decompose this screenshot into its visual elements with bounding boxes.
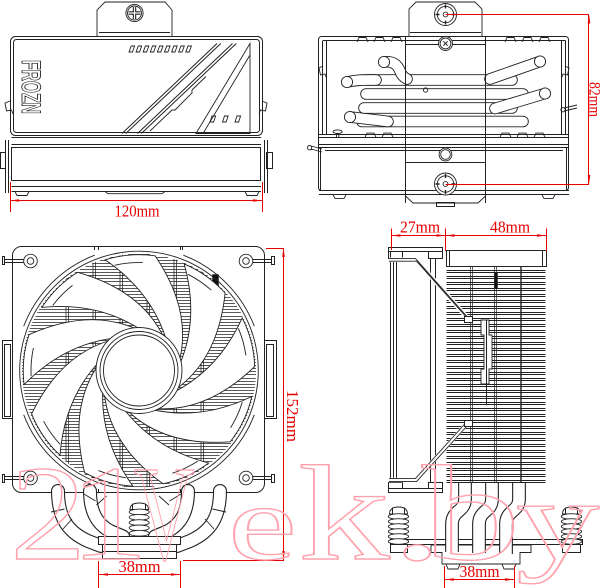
svg-text:2: 2 bbox=[10, 438, 86, 588]
svg-text:120mm: 120mm bbox=[115, 202, 160, 221]
svg-text:1: 1 bbox=[70, 437, 148, 588]
svg-text:y: y bbox=[516, 456, 600, 584]
svg-text:e: e bbox=[228, 463, 297, 582]
svg-text:27mm: 27mm bbox=[400, 218, 440, 237]
svg-text:b: b bbox=[422, 438, 521, 588]
svg-text:.: . bbox=[390, 438, 444, 588]
svg-text:38mm: 38mm bbox=[460, 562, 500, 581]
svg-text:152mm: 152mm bbox=[283, 390, 302, 442]
svg-text:FROZN: FROZN bbox=[16, 60, 46, 114]
svg-text:k: k bbox=[298, 438, 390, 588]
svg-text:V: V bbox=[134, 439, 195, 588]
svg-text:48mm: 48mm bbox=[490, 218, 530, 237]
svg-text:38mm: 38mm bbox=[119, 557, 161, 576]
svg-text:82mm: 82mm bbox=[586, 82, 600, 117]
